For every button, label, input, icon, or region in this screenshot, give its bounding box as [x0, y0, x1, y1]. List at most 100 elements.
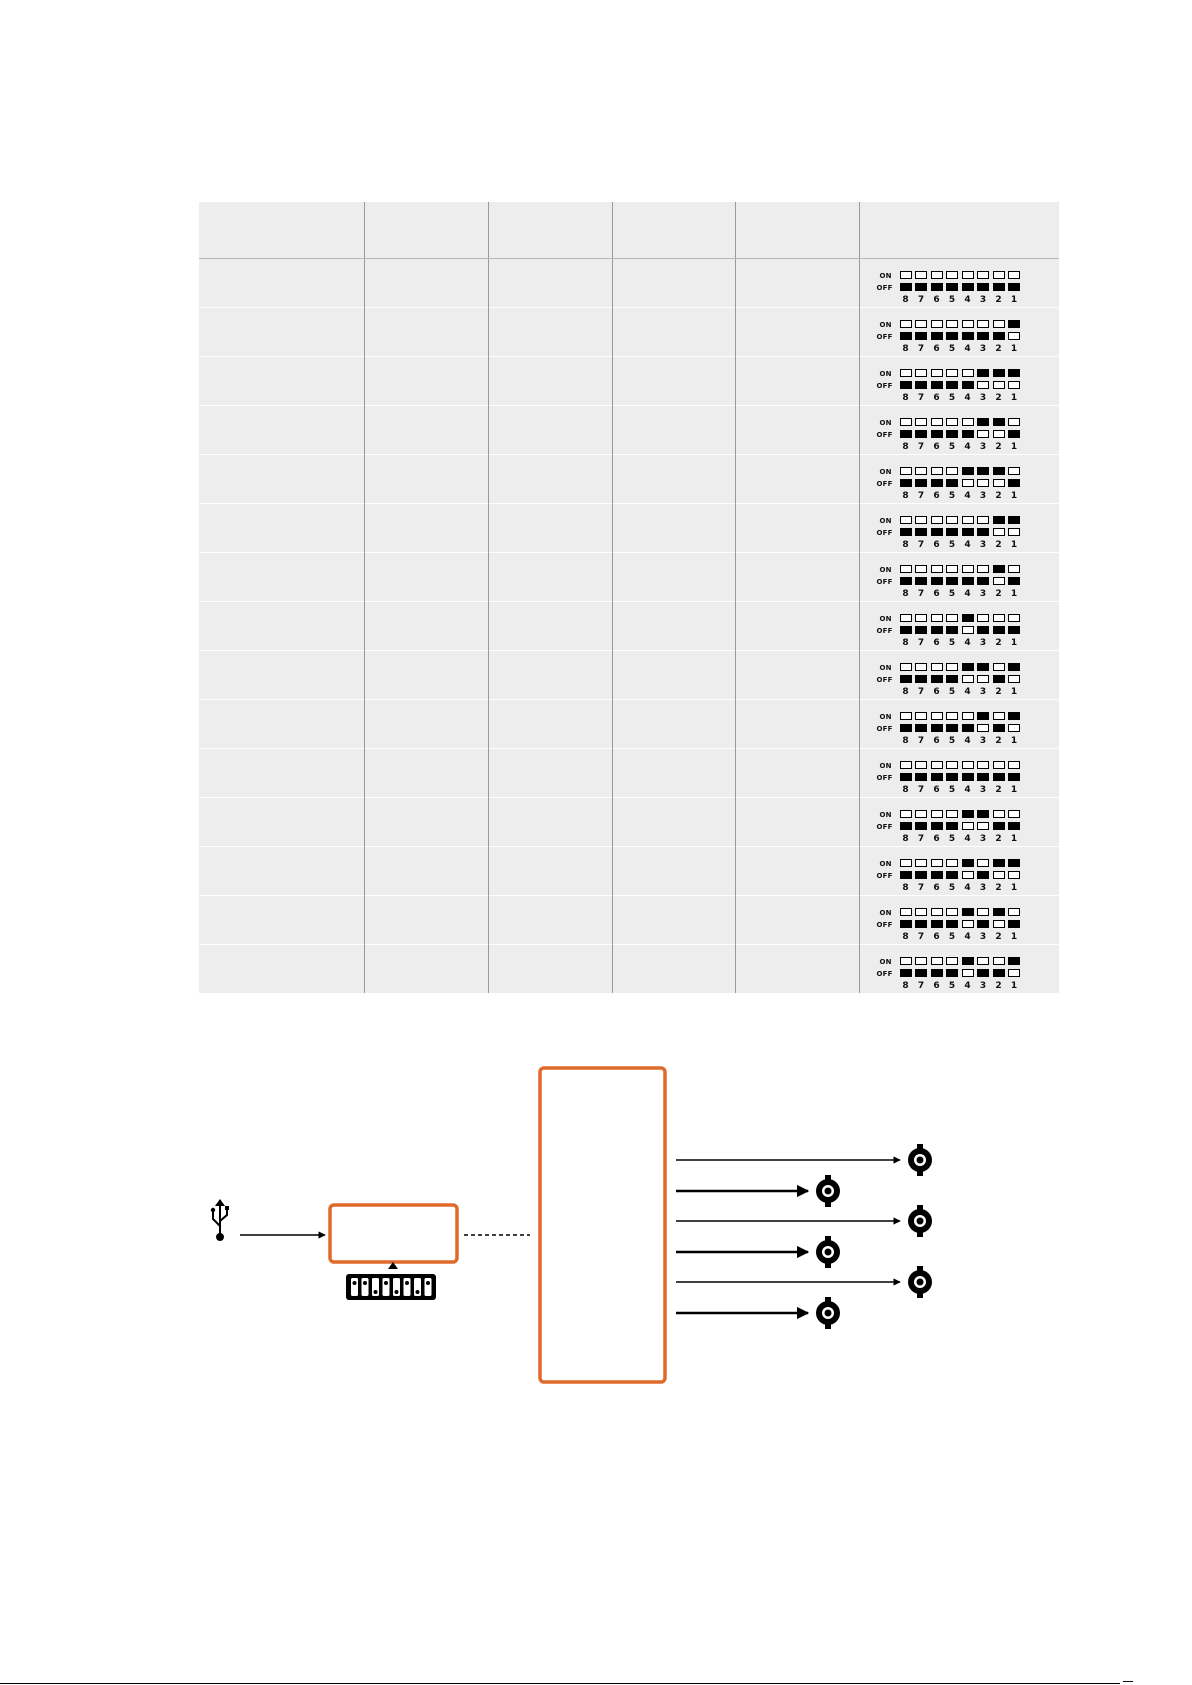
table-cell — [734, 797, 859, 847]
switch-number: 2 — [995, 785, 1002, 795]
on-label: ON — [879, 713, 892, 721]
switch-on-cell — [899, 467, 912, 475]
switch-number: 1 — [1010, 491, 1018, 501]
switch-on-cell — [946, 467, 958, 475]
switch-off-cell — [899, 773, 912, 781]
switch-off-cell — [1008, 479, 1020, 487]
switch-on-cell — [961, 467, 974, 475]
switch-number: 7 — [917, 736, 925, 746]
switch-off-cell — [992, 430, 1005, 438]
switch-off-cell — [915, 577, 927, 585]
table-cell — [734, 650, 859, 700]
on-label: ON — [879, 370, 892, 378]
switch-off-cell — [946, 479, 958, 487]
switch-on-cell — [930, 320, 943, 328]
switch-number: 7 — [917, 932, 925, 942]
table-cell — [363, 307, 488, 357]
switch-off-cell — [946, 773, 958, 781]
switch-on-cell — [899, 810, 912, 818]
switch-on-cell — [915, 761, 927, 769]
switch-off-cell — [961, 822, 974, 830]
switch-number: 3 — [979, 834, 987, 844]
switch-on-cell — [930, 271, 943, 279]
switch-on-cell — [946, 565, 958, 573]
table-cell — [611, 748, 735, 798]
table-cell — [734, 601, 859, 651]
switch-off-cell — [915, 430, 927, 438]
switch-number: 4 — [964, 393, 971, 403]
footer-rule — [0, 1683, 1120, 1684]
switch-on-cell — [930, 516, 943, 524]
switch-number: 7 — [917, 540, 925, 550]
switch-off-cell — [1008, 822, 1020, 830]
column-header — [611, 202, 735, 259]
table-cell — [199, 601, 364, 651]
switch-off-cell — [930, 430, 943, 438]
switch-number: 2 — [995, 442, 1002, 452]
switch-number: 4 — [964, 638, 971, 648]
off-label: OFF — [876, 774, 893, 782]
table-cell — [611, 650, 735, 700]
switch-number: 2 — [995, 393, 1002, 403]
off-label: OFF — [876, 970, 893, 978]
on-label: ON — [879, 615, 892, 623]
table-cell — [363, 895, 488, 945]
switch-on-cell — [992, 761, 1005, 769]
switch-number: 3 — [979, 491, 987, 501]
switch-number: 5 — [948, 344, 956, 354]
off-label: OFF — [876, 578, 893, 586]
switch-number: 4 — [964, 834, 971, 844]
switch-number: 8 — [902, 932, 909, 942]
switch-number: 5 — [948, 883, 956, 893]
switch-number: 4 — [964, 491, 971, 501]
switch-number: 3 — [979, 981, 987, 991]
switch-on-cell — [992, 663, 1005, 671]
switch-off-cell — [977, 626, 989, 634]
switch-number: 6 — [933, 344, 940, 354]
switch-number: 1 — [1010, 785, 1018, 795]
switch-on-cell — [961, 320, 974, 328]
switch-off-cell — [930, 577, 943, 585]
table-cell — [734, 895, 859, 945]
switch-number: 7 — [917, 883, 925, 893]
switch-number: 6 — [933, 638, 940, 648]
switch-number: 5 — [948, 687, 956, 697]
switch-number: 8 — [902, 785, 909, 795]
switch-on-cell — [915, 467, 927, 475]
column-header — [734, 202, 859, 259]
on-label: ON — [879, 517, 892, 525]
switch-number: 6 — [933, 785, 940, 795]
switch-off-cell — [899, 479, 912, 487]
off-label: OFF — [876, 284, 893, 292]
switch-on-cell — [977, 516, 989, 524]
switch-on-cell — [915, 859, 927, 867]
switch-number: 8 — [902, 491, 909, 501]
switch-number: 4 — [964, 785, 971, 795]
column-header — [363, 202, 488, 259]
switch-on-cell — [961, 418, 974, 426]
switch-off-cell — [961, 724, 974, 732]
switch-off-cell — [961, 773, 974, 781]
switch-off-cell — [915, 822, 927, 830]
table-cell — [734, 699, 859, 749]
switch-on-cell — [961, 859, 974, 867]
table-cell — [199, 797, 364, 847]
table-cell — [363, 405, 488, 455]
table-cell — [199, 259, 364, 308]
switch-off-cell — [899, 920, 912, 928]
table-cell — [487, 650, 612, 700]
switch-on-cell — [899, 663, 912, 671]
on-label: ON — [879, 860, 892, 868]
switch-number: 3 — [979, 295, 987, 305]
switch-on-cell — [961, 908, 974, 916]
switch-on-cell — [1008, 859, 1020, 867]
switch-off-cell — [899, 332, 912, 340]
switch-off-cell — [946, 724, 958, 732]
